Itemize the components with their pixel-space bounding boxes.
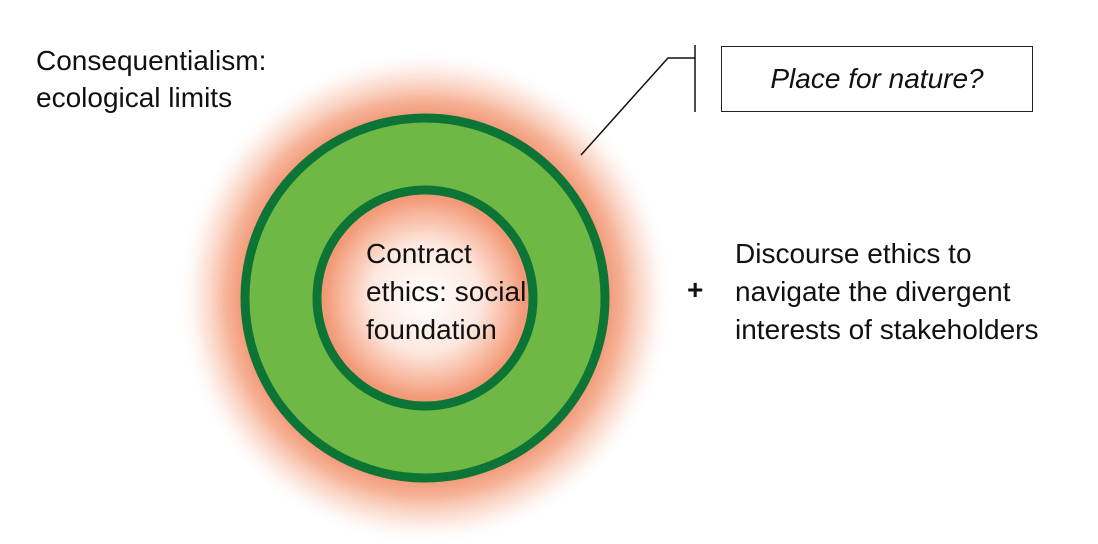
discourse-line-2: navigate the divergent [735, 276, 1011, 307]
callout-text: Place for nature? [770, 63, 984, 94]
consequentialism-line-1: Consequentialism: [36, 45, 267, 76]
consequentialism-line-2: ecological limits [36, 82, 233, 113]
discourse-line-1: Discourse ethics to [735, 238, 972, 269]
inner-circle [312, 185, 538, 411]
plus-icon: + [687, 274, 704, 305]
contract-line-1: Contract [366, 238, 472, 269]
discourse-line-3: interests of stakeholders [735, 314, 1039, 345]
consequentialism-label: Consequentialism: ecological limits [36, 42, 266, 116]
callout-leader-line [580, 57, 695, 156]
place-for-nature-callout: Place for nature? [721, 46, 1033, 112]
contract-ethics-label: Contract ethics: social foundation [366, 235, 526, 349]
contract-line-2: ethics: social [366, 276, 527, 307]
discourse-ethics-label: Discourse ethics to navigate the diverge… [735, 235, 1039, 349]
contract-line-3: foundation [366, 314, 497, 345]
